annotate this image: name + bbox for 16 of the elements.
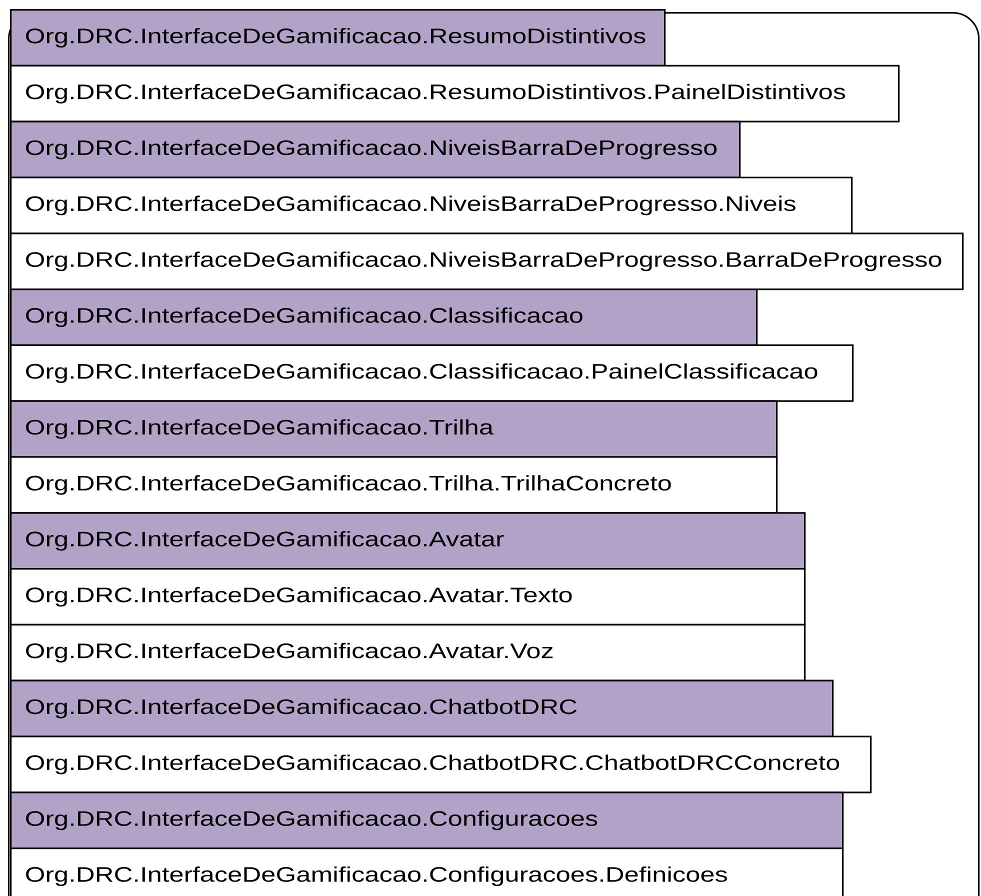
heading-box: Org.DRC.InterfaceDeGamificacao.ResumoDistintivos [10, 9, 666, 66]
class-box: Org.DRC.InterfaceDeGamificacao.NiveisBarraDeProgresso.BarraDeProgresso [10, 232, 964, 290]
class-box: Org.DRC.InterfaceDeGamificacao.NiveisBarraDeProgresso.Niveis [10, 176, 853, 234]
class-box: Org.DRC.InterfaceDeGamificacao.Configuracoes.Definicoes [10, 848, 844, 896]
class-box: Org.DRC.InterfaceDeGamificacao.Trilha.TrilhaConcreto [10, 456, 778, 514]
heading-box: Org.DRC.InterfaceDeGamificacao.NiveisBarraDeProgresso [10, 120, 741, 178]
heading-box: Org.DRC.InterfaceDeGamificacao.Classificacao [10, 288, 758, 346]
class-box: Org.DRC.InterfaceDeGamificacao.ResumoDistintivos.PainelDistintivos [10, 64, 900, 122]
class-box: Org.DRC.InterfaceDeGamificacao.Avatar.Texto [10, 568, 806, 626]
class-box: Org.DRC.InterfaceDeGamificacao.Classificacao.PainelClassificacao [10, 344, 854, 402]
heading-box: Org.DRC.InterfaceDeGamificacao.Avatar [10, 512, 806, 570]
class-box: Org.DRC.InterfaceDeGamificacao.ChatbotDRC.ChatbotDRCConcreto [10, 736, 872, 794]
heading-box: Org.DRC.InterfaceDeGamificacao.ChatbotDRC [10, 680, 834, 738]
heading-box: Org.DRC.InterfaceDeGamificacao.Trilha [10, 400, 778, 458]
heading-box: Org.DRC.InterfaceDeGamificacao.Configuracoes [10, 792, 844, 850]
class-box: Org.DRC.InterfaceDeGamificacao.Avatar.Voz [10, 624, 806, 682]
